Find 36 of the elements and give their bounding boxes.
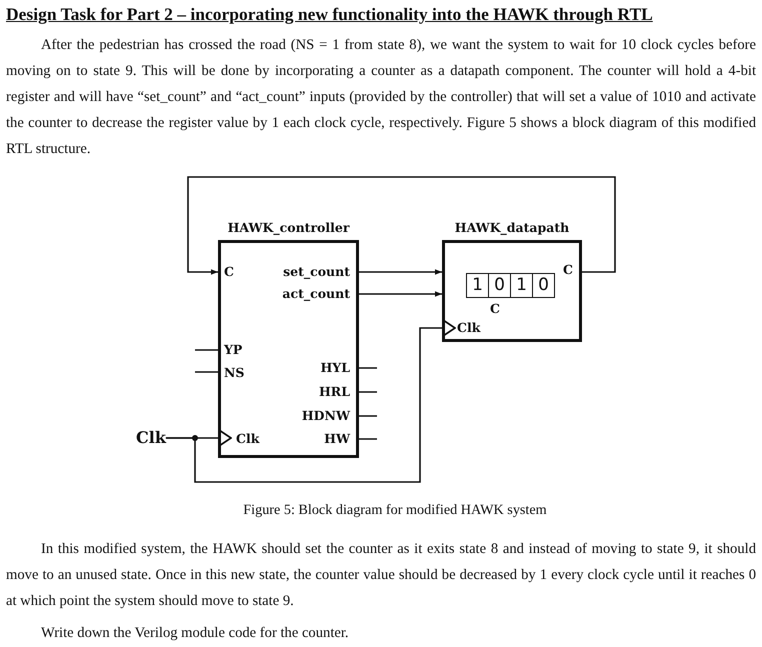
pin-label: C — [563, 262, 573, 278]
page-title: Design Task for Part 2 – incorporating new functionality into the HAWK through RTL — [6, 4, 653, 25]
paragraph: In this modified system, the HAWK should set the counter as it exits state 8 and instead of moving to state 9, it should move to an unused state. Once in this new state, the counter value should be decreased by 1 every clock cycle until it reaches 0 at which point the system should move to state 9. — [6, 540, 756, 611]
connector — [359, 291, 442, 297]
register-label: C — [490, 301, 500, 317]
block-title: HAWK_datapath — [454, 219, 570, 237]
register-box — [466, 273, 555, 298]
paragraph: Write down the Verilog module code for the counter. — [40, 624, 350, 643]
pin-label: Clk — [236, 431, 260, 447]
signal-stub — [359, 391, 377, 393]
signal-stub — [195, 371, 218, 373]
figure-caption: Figure 5: Block diagram for modified HAWK system — [242, 502, 548, 519]
block-title: HAWK_controller — [226, 219, 351, 237]
register-digit: 0 — [488, 274, 510, 297]
signal-label: Clk — [136, 428, 166, 448]
connector — [166, 319, 456, 483]
pin-label: C — [224, 264, 234, 280]
pin-label: YP — [224, 342, 242, 358]
signal-stub — [359, 438, 377, 440]
signal-stub — [359, 415, 377, 417]
signal-stub — [195, 349, 218, 351]
connector — [359, 269, 442, 275]
pin-label: act_count — [282, 286, 350, 302]
register-digit: 1 — [510, 274, 532, 297]
pin-label: HYL — [320, 360, 350, 376]
paragraph: After the pedestrian has crossed the road (NS = 1 from state 8), we want the system to wait for 10 clock cycles before moving on to state 9. This will be done by incorporating a counter as a datapath component. The counter will hold a 4-bit register and will have “set_count” and “act_count” inputs (provided by the controller) that will set a value of 1010 and activate the counter to decrease the register value by 1 each clock cycle, respectively. Figure 5 shows a block diagram of this modified RTL structure. — [6, 36, 756, 159]
pin-label: NS — [224, 365, 244, 381]
pin-label: HRL — [319, 384, 350, 400]
pin-label: HW — [324, 431, 350, 447]
pin-label: set_count — [283, 264, 350, 280]
register-digit: 1 — [471, 274, 484, 297]
pin-label: Clk — [457, 320, 480, 336]
pin-label: HDNW — [302, 408, 350, 424]
connector — [187, 176, 616, 275]
register-digit: 0 — [532, 274, 554, 297]
signal-stub — [359, 367, 377, 369]
